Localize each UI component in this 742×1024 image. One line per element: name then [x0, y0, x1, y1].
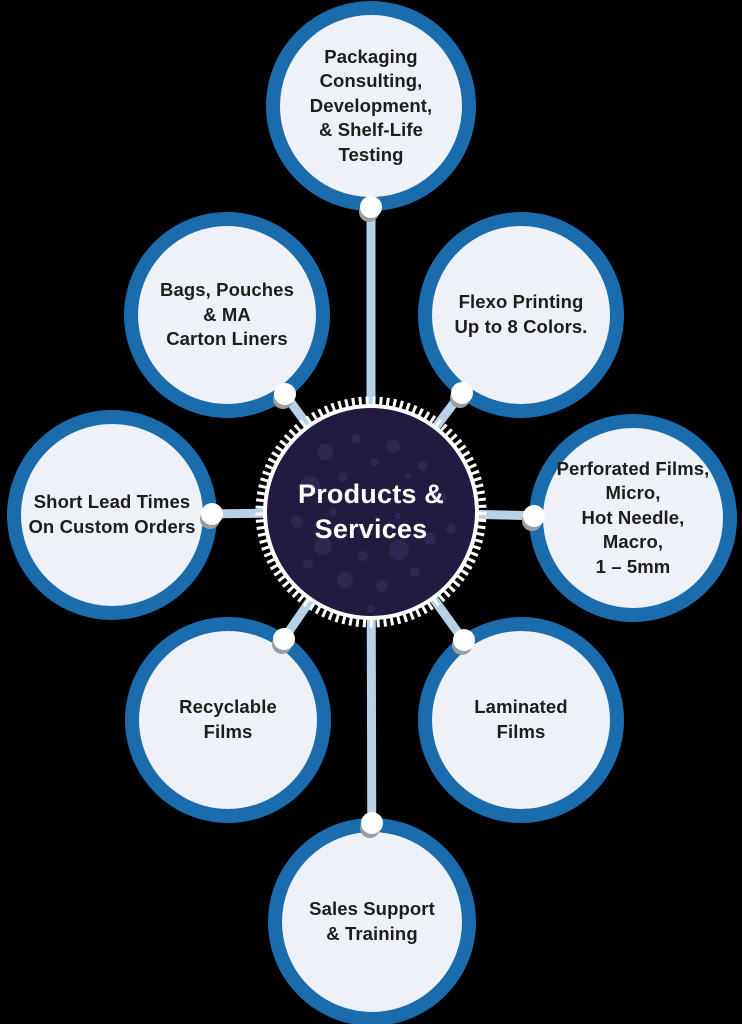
- node-label: Short Lead Times On Custom Orders: [28, 491, 196, 537]
- node-label: Flexo Printing Up to 8 Colors.: [454, 291, 588, 337]
- hub-products-services: Products & Services: [253, 394, 489, 630]
- node-label: Perforated Films, Micro, Hot Needle, Mac…: [556, 457, 710, 577]
- node-flexo-printing: Flexo Printing Up to 8 Colors.: [418, 212, 624, 418]
- connector-dot-bottom-left: [273, 628, 295, 650]
- node-laminated-films: Laminated Films: [418, 617, 624, 823]
- node-label: Packaging Consulting, Development, & She…: [309, 45, 433, 165]
- connector-dot-bottom-right: [453, 629, 475, 651]
- node-label: Bags, Pouches & MA Carton Liners: [160, 279, 294, 350]
- connector-dot-top-left: [274, 383, 296, 405]
- node-label: Sales Support & Training: [309, 898, 435, 944]
- node-short-lead-times: Short Lead Times On Custom Orders: [7, 410, 217, 620]
- hub-speckle-pattern: [291, 434, 456, 613]
- node-packaging-consulting: Packaging Consulting, Development, & She…: [266, 1, 476, 211]
- node-perforated-films: Perforated Films, Micro, Hot Needle, Mac…: [529, 414, 737, 622]
- hub-circle-graphic: [255, 396, 487, 628]
- connector-dot-left: [201, 503, 223, 525]
- node-label: Recyclable Films: [179, 696, 277, 742]
- hub-label: Products & Services: [297, 478, 445, 544]
- connector-dot-right: [523, 505, 545, 527]
- connector-dot-top: [360, 196, 382, 218]
- node-label: Laminated Films: [474, 696, 568, 742]
- node-bags-pouches: Bags, Pouches & MA Carton Liners: [124, 212, 330, 418]
- connector-dot-top-right: [451, 382, 473, 404]
- node-recyclable-films: Recyclable Films: [125, 617, 331, 823]
- connector-dot-bottom: [361, 812, 383, 834]
- node-sales-support: Sales Support & Training: [268, 818, 476, 1024]
